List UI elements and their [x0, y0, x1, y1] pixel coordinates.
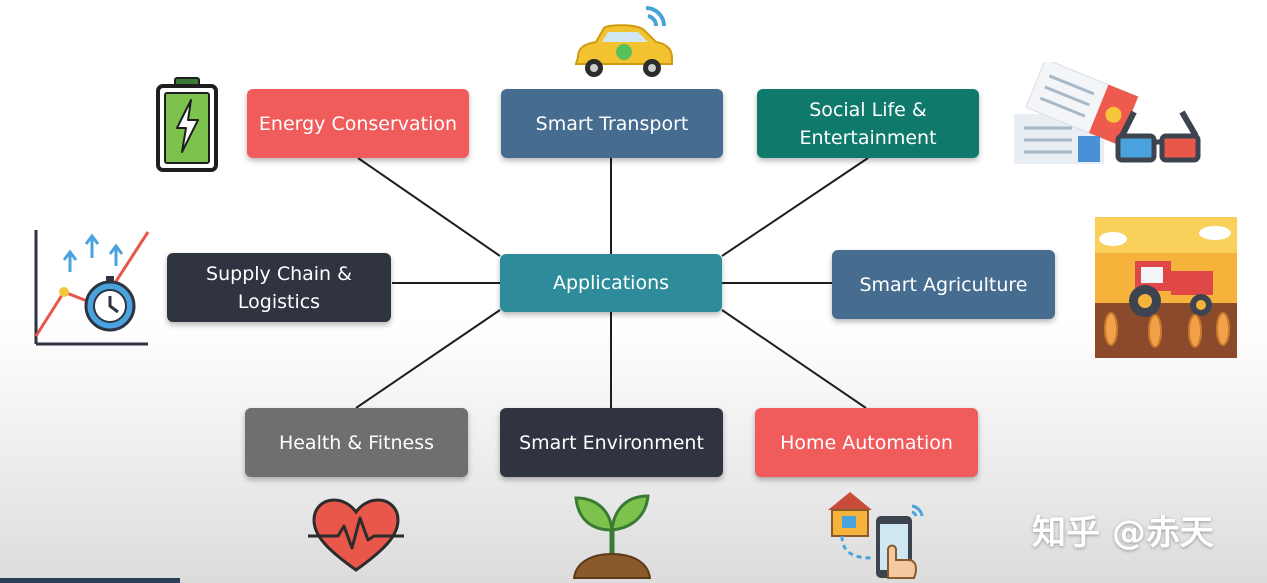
sprout-icon — [572, 494, 652, 579]
battery-icon — [156, 77, 218, 172]
node-health-fitness: Health & Fitness — [245, 408, 468, 477]
growth-chart-clock-icon — [34, 230, 150, 346]
watermark-text: 知乎 @赤天 — [1032, 513, 1214, 553]
tickets-3d-glasses-icon — [1014, 62, 1201, 164]
connector-social-life — [721, 157, 869, 257]
node-smart-transport: Smart Transport — [501, 89, 723, 158]
connector-energy-conservation — [357, 157, 501, 257]
center-node-applications: Applications — [500, 254, 722, 312]
node-smart-agriculture: Smart Agriculture — [832, 250, 1055, 319]
tractor-field-icon — [1095, 217, 1237, 358]
connector-health-fitness — [355, 309, 501, 409]
smart-car-icon — [574, 6, 673, 77]
connector-home-automation — [721, 309, 867, 409]
smart-home-phone-icon — [828, 492, 924, 579]
node-energy-conservation: Energy Conservation — [247, 89, 469, 158]
node-social-life-entertainment: Social Life & Entertainment — [757, 89, 979, 158]
node-home-automation: Home Automation — [755, 408, 978, 477]
bottom-edge-bar — [0, 578, 180, 583]
node-supply-chain-logistics: Supply Chain & Logistics — [167, 253, 391, 322]
heartbeat-icon — [308, 498, 404, 572]
node-smart-environment: Smart Environment — [500, 408, 723, 477]
